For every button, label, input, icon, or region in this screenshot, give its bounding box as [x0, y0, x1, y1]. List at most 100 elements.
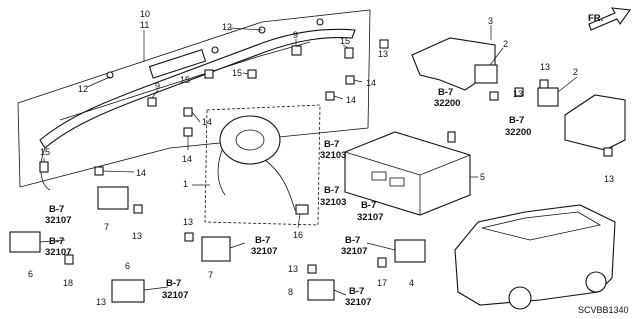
- sensor-6b[interactable]: [111, 279, 145, 303]
- clock-spring-outline: [204, 104, 321, 226]
- callout-6: 6: [28, 269, 33, 279]
- callout-3: 3: [488, 16, 493, 26]
- sensor-bracket-right[interactable]: [564, 94, 626, 151]
- bolt-17[interactable]: [377, 257, 387, 268]
- curtain-airbag-group: [17, 9, 371, 191]
- vehicle-wheel: [508, 286, 532, 310]
- sensor-7b[interactable]: [201, 236, 231, 262]
- lower-sensors-group: [9, 186, 426, 303]
- callout-13: 13: [604, 174, 614, 184]
- vehicle-wheel: [585, 271, 607, 293]
- callout-17: 17: [377, 278, 387, 288]
- clock-spring[interactable]: [219, 115, 281, 165]
- curtain-airbag-outline: [17, 9, 371, 188]
- bolt-14-d[interactable]: [183, 127, 193, 137]
- ref-number: 32107: [162, 290, 188, 301]
- bolt-14-b[interactable]: [325, 91, 335, 101]
- callout-9: 9: [155, 81, 160, 91]
- ref-number: 32107: [251, 246, 277, 257]
- ref-number: 32107: [345, 297, 371, 308]
- bolt-13-b[interactable]: [489, 91, 499, 101]
- ref-code: B-7: [361, 200, 376, 211]
- bolt-15-lower[interactable]: [39, 161, 49, 173]
- sensor-8[interactable]: [307, 279, 335, 301]
- ref-number: 32107: [45, 215, 71, 226]
- ref-code: B-7: [349, 286, 364, 297]
- ref-code: B-7: [49, 236, 64, 247]
- bolt-13-c[interactable]: [539, 79, 549, 89]
- side-sensor-2b[interactable]: [537, 87, 559, 107]
- ref-number: 32107: [357, 212, 383, 223]
- curtain-clip: [316, 18, 324, 26]
- bolt-13-f[interactable]: [133, 204, 143, 214]
- callout-14: 14: [202, 117, 212, 127]
- callout-9: 9: [293, 30, 298, 40]
- callout-8: 8: [288, 287, 293, 297]
- sensor-7a[interactable]: [97, 186, 129, 210]
- callout-13: 13: [540, 62, 550, 72]
- callout-13: 13: [183, 217, 193, 227]
- front-arrow-icon: [588, 7, 631, 31]
- callout-11: 11: [140, 20, 149, 30]
- callout-6: 6: [125, 261, 130, 271]
- diagram-code: SCVBB1340: [578, 305, 629, 315]
- bolt-14-c[interactable]: [183, 107, 193, 117]
- ref-code: B-7: [324, 185, 339, 196]
- callout-14: 14: [136, 168, 146, 178]
- bolt-14-a[interactable]: [345, 75, 355, 85]
- sensor-6a[interactable]: [9, 231, 41, 253]
- callout-10: 10: [140, 9, 150, 19]
- bolt-13-d[interactable]: [514, 87, 524, 97]
- bolt-13-a[interactable]: [379, 39, 389, 49]
- vehicle-group: [454, 204, 616, 310]
- bolt-13-e[interactable]: [603, 147, 613, 157]
- curtain-inflator[interactable]: [148, 48, 207, 79]
- curtain-airbag[interactable]: [39, 28, 356, 149]
- callout-13: 13: [96, 297, 106, 307]
- bolt-15-right[interactable]: [344, 47, 354, 59]
- callout-12: 12: [78, 84, 88, 94]
- ref-number: 32103: [320, 197, 346, 208]
- callout-1: 1: [183, 179, 188, 189]
- bolt-13-h[interactable]: [307, 264, 317, 274]
- callout-18: 18: [63, 278, 73, 288]
- callout-4: 4: [409, 278, 414, 288]
- ref-code: B-7: [438, 87, 453, 98]
- callout-2: 2: [573, 67, 578, 77]
- reference-labels: B-7 32200 B-7 32200 B-7 32103 B-7 32103 …: [45, 87, 531, 308]
- clock-spring-hub: [235, 129, 265, 151]
- bolt-18[interactable]: [64, 254, 74, 265]
- ref-number: 32103: [320, 150, 346, 161]
- ref-code: B-7: [49, 204, 64, 215]
- callout-12: 12: [222, 22, 232, 32]
- side-sensor-2a[interactable]: [474, 64, 498, 84]
- ref-number: 32200: [505, 127, 531, 138]
- callout-7: 7: [208, 270, 213, 280]
- sensor-4[interactable]: [394, 239, 426, 263]
- callout-14: 14: [346, 95, 356, 105]
- vehicle-roof: [481, 211, 602, 241]
- ref-number: 32107: [45, 247, 71, 258]
- ref-code: B-7: [345, 235, 360, 246]
- bolt-13-srs[interactable]: [447, 131, 456, 143]
- clock-spring-group: [204, 104, 321, 226]
- direction-arrow: FR.: [588, 7, 631, 31]
- srs-connector: [371, 171, 387, 181]
- curtain-inflator-line: [59, 41, 311, 121]
- callout-labels: 10 11 12 12 9 9 15 15 15 15 14 14 14 14 …: [28, 9, 614, 307]
- bolt-15-mid[interactable]: [247, 69, 257, 79]
- curtain-clip: [106, 71, 114, 79]
- ref-code: B-7: [255, 235, 270, 246]
- srs-unit[interactable]: [344, 131, 471, 216]
- bolt-9-lower[interactable]: [147, 97, 157, 107]
- curtain-tether: [40, 147, 51, 191]
- bolt-13-g[interactable]: [184, 232, 194, 242]
- bolt-15-left[interactable]: [204, 69, 214, 79]
- bolt-9-upper[interactable]: [291, 45, 302, 56]
- direction-label: FR.: [588, 13, 603, 24]
- callout-13: 13: [513, 89, 523, 99]
- bolt-14-e[interactable]: [94, 166, 104, 176]
- srs-connector: [389, 177, 405, 187]
